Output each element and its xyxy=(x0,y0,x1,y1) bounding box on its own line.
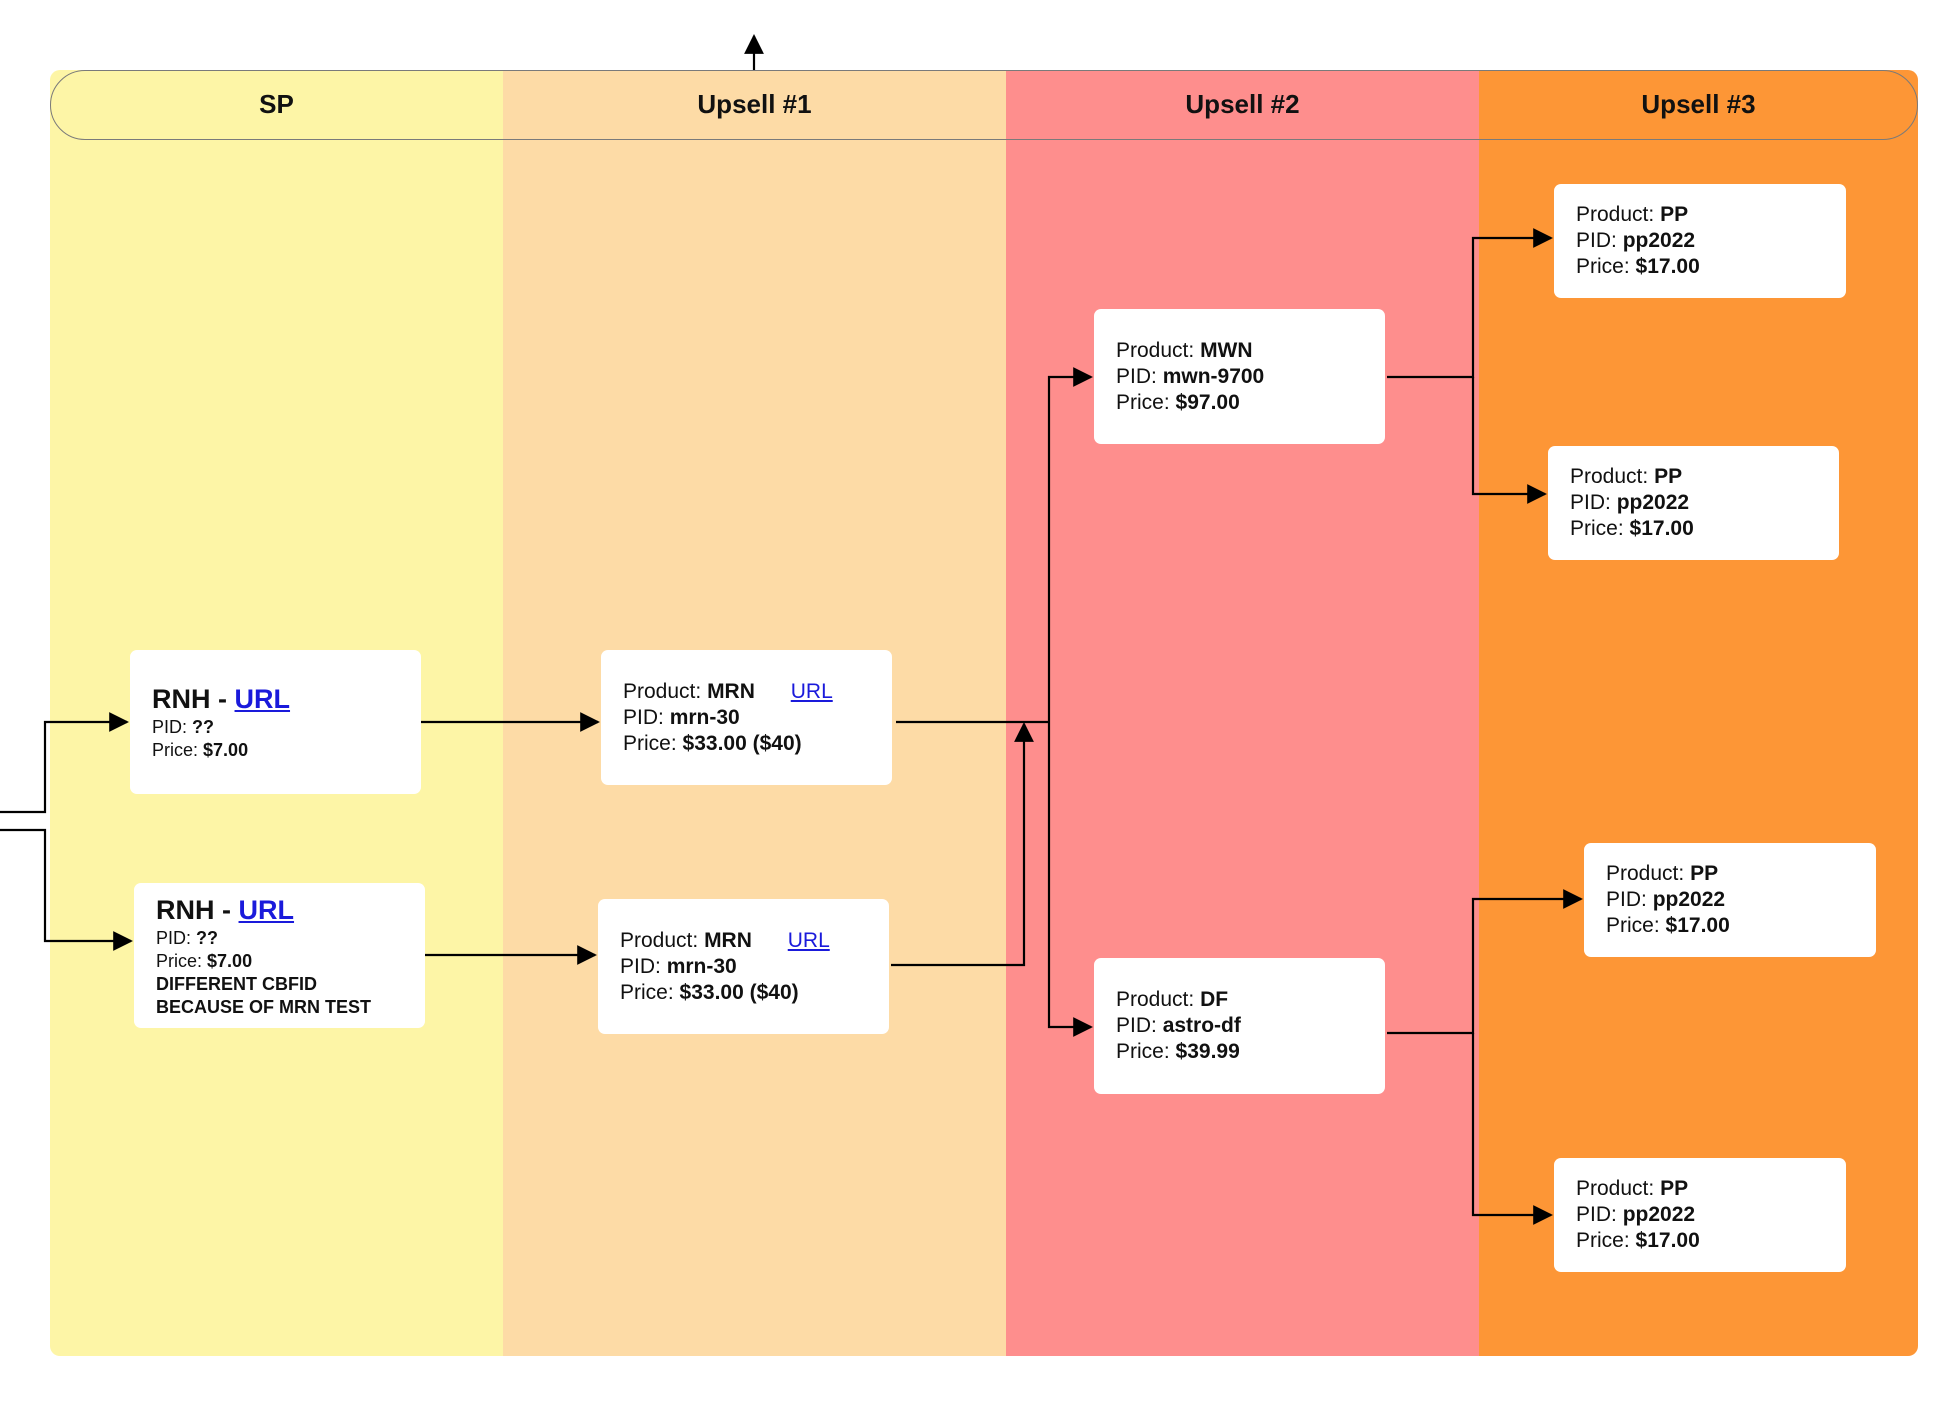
upsell1-card-price: $33.00 ($40) xyxy=(682,731,802,755)
upsell1-card-product: MRN xyxy=(707,679,755,703)
upsell1-card-pid: mrn-30 xyxy=(669,705,740,729)
connector-mwn-pp1 xyxy=(1387,228,1553,379)
upsell2-card-product: DF xyxy=(1200,988,1229,1011)
sp-card-note: DIFFERENT CBFID xyxy=(156,973,317,994)
pid-label: PID: xyxy=(152,717,188,737)
upsell3-card-pid: pp2022 xyxy=(1622,1203,1696,1226)
price-label: Price: xyxy=(152,740,199,760)
connector-junction-df xyxy=(1047,722,1093,1037)
sp-card-name: RNH xyxy=(156,894,215,925)
product-label: Product: xyxy=(1116,338,1195,362)
product-label: Product: xyxy=(1116,988,1195,1011)
upsell3-card-price: $17.00 xyxy=(1635,1229,1700,1252)
price-label: Price: xyxy=(620,980,674,1004)
connector-df-pp3 xyxy=(1387,889,1583,1035)
upsell1-card-product: MRN xyxy=(704,928,752,952)
connector-df-pp4 xyxy=(1471,1033,1553,1225)
pid-label: PID: xyxy=(623,705,664,729)
upsell3-card: Product: PP PID: pp2022 Price: $17.00 xyxy=(1554,1158,1846,1272)
product-label: Product: xyxy=(623,679,702,703)
upsell2-card: Product: MWN PID: mwn-9700 Price: $97.00 xyxy=(1094,309,1385,444)
upsell1-card: Product: MRN URL PID: mrn-30 Price: $33.… xyxy=(601,650,892,785)
connector-entry-1 xyxy=(0,712,129,814)
price-label: Price: xyxy=(156,950,203,971)
connector-u1b-junction xyxy=(891,722,1034,967)
price-label: Price: xyxy=(1576,1229,1630,1252)
upsell3-card: Product: PP PID: pp2022 Price: $17.00 xyxy=(1554,184,1846,298)
upsell3-card-price: $17.00 xyxy=(1665,914,1730,937)
sp-card: RNH - URL PID: ?? Price: $7.00 xyxy=(130,650,421,794)
pid-label: PID: xyxy=(620,954,661,978)
pid-label: PID: xyxy=(1116,364,1157,388)
pid-label: PID: xyxy=(1576,1203,1617,1226)
upsell3-card-pid: pp2022 xyxy=(1622,229,1696,252)
sp-card-url-link[interactable]: URL xyxy=(234,684,291,714)
upsell3-card-product: PP xyxy=(1660,203,1689,226)
sp-card-note: BECAUSE OF MRN TEST xyxy=(156,996,372,1017)
price-label: Price: xyxy=(1116,390,1170,414)
price-label: Price: xyxy=(1576,255,1630,278)
upsell1-card: Product: MRN URL PID: mrn-30 Price: $33.… xyxy=(598,899,889,1034)
connector-entry-2 xyxy=(0,828,133,951)
upsell2-card-pid: astro-df xyxy=(1162,1014,1241,1037)
column-upsell2-background xyxy=(1006,70,1479,1356)
upsell2-card-product: MWN xyxy=(1200,338,1253,362)
sp-card-price: $7.00 xyxy=(207,950,253,971)
upsell3-card-product: PP xyxy=(1660,1177,1689,1200)
sp-card-url-link[interactable]: URL xyxy=(238,894,295,925)
price-label: Price: xyxy=(623,731,677,755)
product-label: Product: xyxy=(1606,862,1685,885)
price-label: Price: xyxy=(1116,1040,1170,1063)
price-label: Price: xyxy=(1606,914,1660,937)
pid-label: PID: xyxy=(1576,229,1617,252)
column-title-upsell3: Upsell #3 xyxy=(1641,89,1756,119)
upsell1-card-url-link[interactable]: URL xyxy=(790,679,833,703)
column-title-upsell1: Upsell #1 xyxy=(697,89,812,119)
upsell3-card: Product: PP PID: pp2022 Price: $17.00 xyxy=(1584,843,1876,957)
upsell2-card: Product: DF PID: astro-df Price: $39.99 xyxy=(1094,958,1385,1094)
upsell3-card-pid: pp2022 xyxy=(1616,491,1690,514)
price-label: Price: xyxy=(1570,517,1624,540)
upsell1-card-pid: mrn-30 xyxy=(666,954,737,978)
upsell2-card-price: $97.00 xyxy=(1175,390,1240,414)
upsell3-card-product: PP xyxy=(1654,465,1683,488)
sp-card-dash: - xyxy=(218,684,228,714)
pid-label: PID: xyxy=(156,927,192,948)
upsell1-card-price: $33.00 ($40) xyxy=(679,980,799,1004)
pid-label: PID: xyxy=(1116,1014,1157,1037)
upsell3-card-product: PP xyxy=(1690,862,1719,885)
product-label: Product: xyxy=(620,928,699,952)
upsell2-card-price: $39.99 xyxy=(1175,1040,1240,1063)
connector-mwn-pp2 xyxy=(1471,377,1547,504)
sp-card-pid: ?? xyxy=(196,927,219,948)
sp-card-name: RNH xyxy=(152,684,211,714)
column-title-sp: SP xyxy=(259,89,294,119)
upsell3-card-price: $17.00 xyxy=(1635,255,1700,278)
pid-label: PID: xyxy=(1570,491,1611,514)
pid-label: PID: xyxy=(1606,888,1647,911)
upsell3-card: Product: PP PID: pp2022 Price: $17.00 xyxy=(1548,446,1839,560)
sp-card-price: $7.00 xyxy=(203,740,249,760)
column-title-upsell2: Upsell #2 xyxy=(1185,89,1300,119)
upsell3-card-price: $17.00 xyxy=(1629,517,1694,540)
product-label: Product: xyxy=(1570,465,1649,488)
upsell1-card-url-link[interactable]: URL xyxy=(787,928,830,952)
sp-card-dash: - xyxy=(222,894,232,925)
connector-junction-mwn xyxy=(1047,367,1093,722)
column-header-bar xyxy=(50,70,1918,140)
sp-card-pid: ?? xyxy=(192,717,215,737)
product-label: Product: xyxy=(1576,203,1655,226)
upsell3-card-pid: pp2022 xyxy=(1652,888,1726,911)
product-label: Product: xyxy=(1576,1177,1655,1200)
sp-card: RNH - URL PID: ?? Price: $7.00 DIFFERENT… xyxy=(134,883,425,1028)
upsell2-card-pid: mwn-9700 xyxy=(1162,364,1265,388)
